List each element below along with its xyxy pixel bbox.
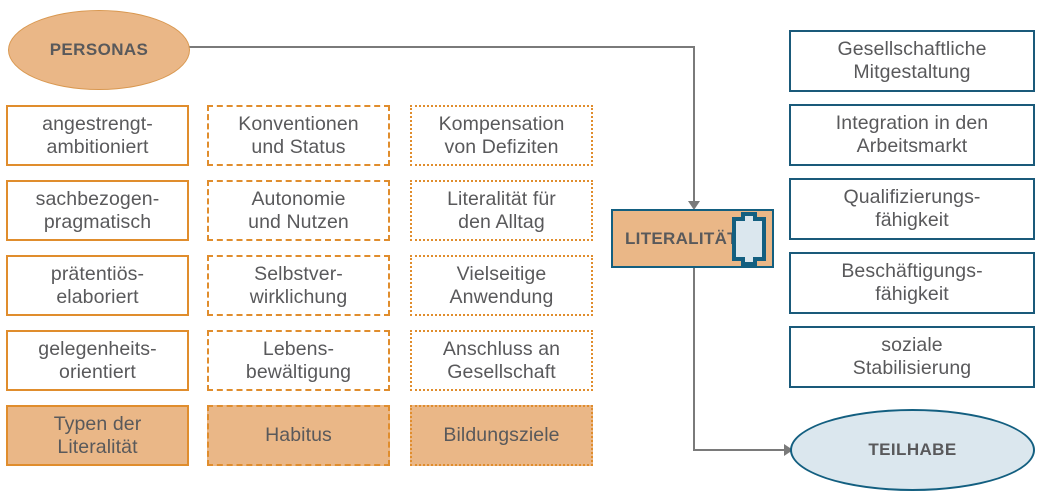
node-personas-label: PERSONAS	[49, 40, 149, 59]
col2-item-3[interactable]: Lebens-bewältigung	[207, 330, 390, 391]
connector-teilhabe-horizontal	[693, 449, 786, 451]
col2-item-2-label: Selbstver-wirklichung	[249, 262, 348, 308]
outcome-item-3-label: Beschäftigungs-fähigkeit	[841, 260, 983, 305]
col2-summary[interactable]: Habitus	[207, 405, 390, 466]
col1-item-1[interactable]: sachbezogen-pragmatisch	[6, 180, 189, 241]
outcome-item-2-label: Qualifizierungs-fähigkeit	[843, 186, 981, 231]
connector-teilhabe-vertical	[693, 268, 695, 451]
col1-item-1-label: sachbezogen-pragmatisch	[35, 187, 160, 233]
connector-personas-horizontal	[188, 46, 695, 48]
col1-item-3-label: gelegenheits-orientiert	[38, 337, 157, 383]
col1-item-0[interactable]: angestrengt-ambitioniert	[6, 105, 189, 166]
col1-item-0-label: angestrengt-ambitioniert	[42, 112, 153, 158]
col1-item-3[interactable]: gelegenheits-orientiert	[6, 330, 189, 391]
col3-summary-label: Bildungsziele	[443, 424, 560, 446]
scroll-icon	[732, 211, 766, 266]
outcome-item-3[interactable]: Beschäftigungs-fähigkeit	[789, 252, 1035, 314]
outcome-item-2[interactable]: Qualifizierungs-fähigkeit	[789, 178, 1035, 240]
node-personas[interactable]: PERSONAS	[8, 10, 190, 90]
col2-item-3-label: Lebens-bewältigung	[245, 337, 352, 383]
col1-item-2-label: prätentiös-elaboriert	[50, 262, 145, 308]
node-teilhabe[interactable]: TEILHABE	[790, 409, 1035, 491]
node-teilhabe-label: TEILHABE	[868, 440, 957, 459]
col2-item-2[interactable]: Selbstver-wirklichung	[207, 255, 390, 316]
node-literalitaet-label: LITERALITÄT	[625, 228, 738, 248]
connector-personas-vertical	[693, 46, 695, 204]
col3-summary[interactable]: Bildungsziele	[410, 405, 593, 466]
arrowhead-to-literalitaet	[688, 201, 700, 210]
arrowhead-to-teilhabe	[784, 444, 793, 456]
col2-summary-label: Habitus	[265, 424, 332, 446]
node-literalitaet[interactable]: LITERALITÄT	[611, 209, 774, 268]
col1-item-2[interactable]: prätentiös-elaboriert	[6, 255, 189, 316]
